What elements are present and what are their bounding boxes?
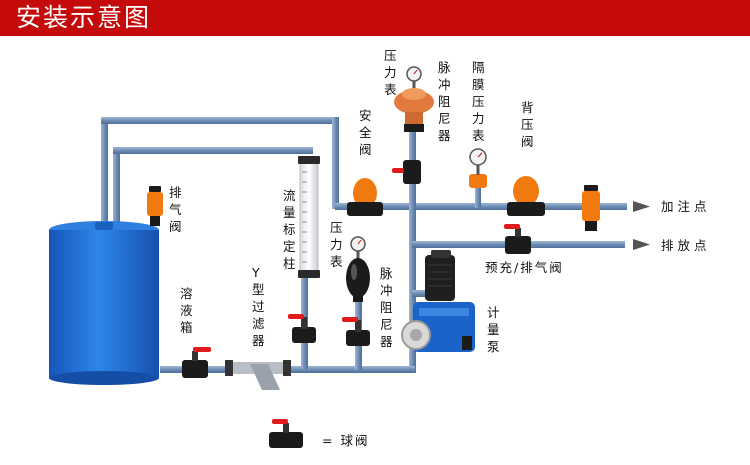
pressure-gauge-low-icon: [350, 236, 366, 259]
pipe-segment: [113, 147, 120, 227]
label-pressure-gauge-top: 压力表: [384, 48, 397, 97]
pipe-segment: [332, 117, 339, 209]
pulsation-damper-top: [394, 88, 434, 132]
pipe-segment: [475, 186, 481, 208]
label-solution-tank: 溶液箱: [180, 286, 193, 335]
pipe-segment: [409, 105, 416, 373]
vent-valve: [147, 186, 163, 226]
label-pulsation-damper-top: 脉冲阻尼器: [438, 60, 451, 143]
metering-pump: [401, 250, 475, 352]
solution-tank: [49, 221, 159, 385]
prime-vent-valve: [582, 185, 600, 231]
piping-diagram: 压力表 脉冲阻尼器 隔膜压力表 背压阀 安全阀 排气阀 流量标定柱 压力表 脉冲…: [49, 48, 711, 448]
legend-ball-valve-label: = 球阀: [322, 433, 369, 448]
header-bar: 安装示意图: [0, 0, 750, 36]
label-diaphragm-gauge: 隔膜压力表: [472, 60, 485, 143]
label-discharge-point: 排放点: [661, 238, 711, 253]
ball-valve-column: [288, 314, 316, 343]
back-pressure-valve: [507, 176, 545, 216]
page-title: 安装示意图: [16, 3, 152, 32]
ball-valve-suction: [182, 347, 211, 378]
ball-valve-damper: [342, 317, 370, 346]
label-prime-vent-valve: 预充/排气阀: [485, 260, 564, 275]
label-pressure-gauge-low: 压力表: [330, 220, 343, 269]
diaphragm-seal: [469, 174, 487, 188]
pipe-segment: [113, 147, 313, 154]
pressure-gauge-top-icon: [406, 66, 422, 89]
label-safety-valve: 安全阀: [359, 108, 372, 157]
label-vent-valve: 排气阀: [169, 185, 182, 234]
arrow-icon: [633, 239, 650, 250]
pipe-segment: [101, 117, 108, 227]
safety-valve: [347, 178, 383, 216]
diaphragm-gauge-icon: [469, 148, 487, 175]
pipe-segment: [101, 117, 339, 124]
label-back-pressure-valve: 背压阀: [521, 100, 534, 149]
arrow-icon: [633, 201, 650, 212]
label-flow-column: 流量标定柱: [283, 188, 296, 271]
ball-valve-legend-icon: [269, 419, 303, 448]
label-pulsation-damper-low: 脉冲阻尼器: [380, 266, 393, 349]
pipe-segment: [412, 290, 436, 297]
ball-valve-riser: [392, 160, 421, 184]
label-metering-pump: 计量泵: [487, 305, 500, 354]
ball-valve-discharge: [504, 224, 531, 254]
flow-calibration-column: [298, 156, 320, 278]
pulsation-damper-low: [346, 258, 370, 302]
label-dosing-point: 加注点: [661, 199, 711, 214]
y-strainer: [225, 360, 291, 390]
